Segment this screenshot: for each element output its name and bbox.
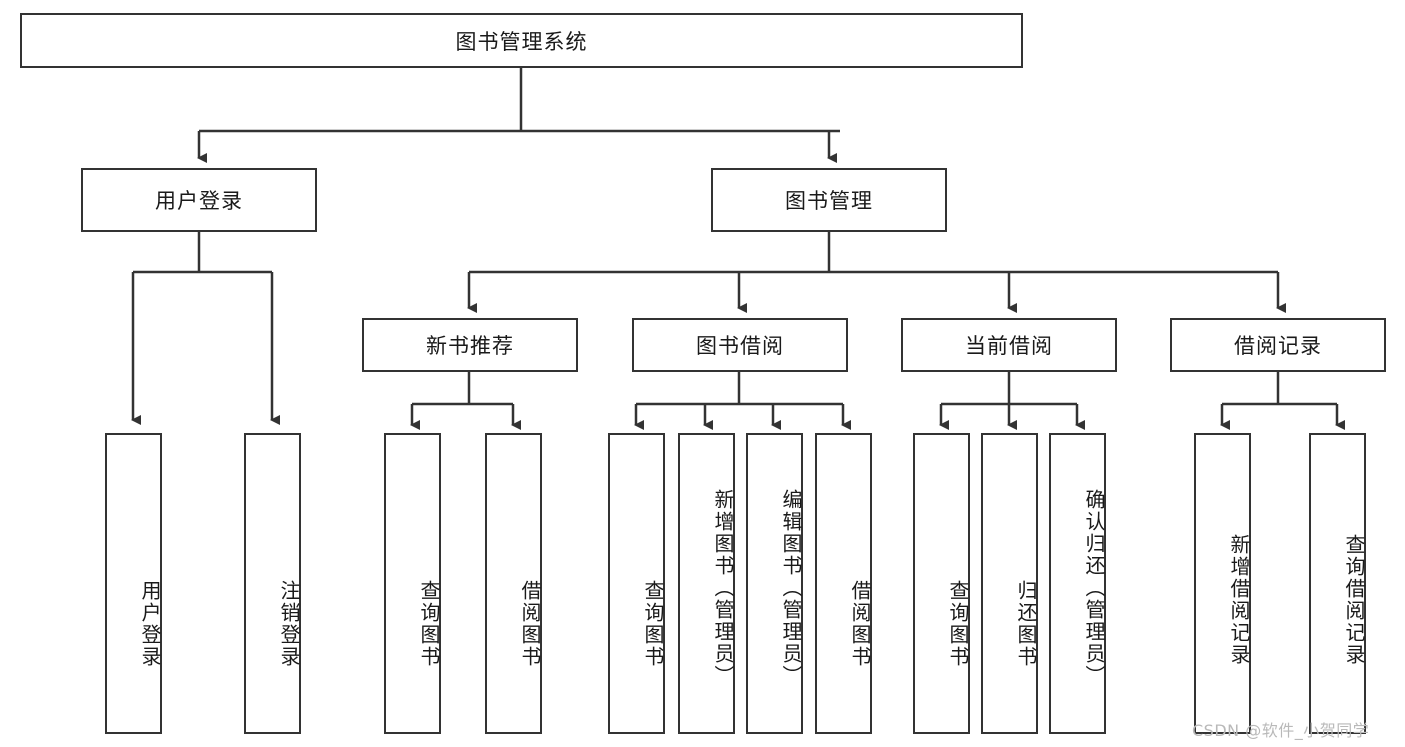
leaf-current-query-book-label: 查询图书: [946, 579, 970, 668]
node-book-management[interactable]: 图书管理: [711, 168, 947, 232]
leaf-borrow-borrow-book[interactable]: 借阅图书: [815, 433, 872, 734]
leaf-current-confirm-return-admin-label: 确认归还（管理员）: [1082, 488, 1106, 687]
leaf-user-login-login-label: 用户登录: [138, 579, 162, 668]
node-book-management-label: 图书管理: [785, 189, 873, 213]
leaf-user-login-logout-label: 注销登录: [277, 579, 301, 668]
leaf-borrow-borrow-book-label: 借阅图书: [848, 579, 872, 668]
leaf-record-query-record[interactable]: 查询借阅记录: [1309, 433, 1366, 734]
node-user-login-label: 用户登录: [155, 189, 243, 213]
leaf-recommend-borrow-book[interactable]: 借阅图书: [485, 433, 542, 734]
node-current-borrow-label: 当前借阅: [965, 334, 1053, 358]
leaf-borrow-query-book-label: 查询图书: [641, 579, 665, 668]
node-book-borrow-label: 图书借阅: [696, 334, 784, 358]
leaf-record-add-record[interactable]: 新增借阅记录: [1194, 433, 1251, 734]
leaf-borrow-edit-book-admin-label: 编辑图书（管理员）: [779, 488, 803, 687]
leaf-current-return-book-label: 归还图书: [1014, 579, 1038, 668]
leaf-user-login-logout[interactable]: 注销登录: [244, 433, 301, 734]
node-new-book-recommend[interactable]: 新书推荐: [362, 318, 578, 372]
leaf-current-confirm-return-admin[interactable]: 确认归还（管理员）: [1049, 433, 1106, 734]
csdn-watermark: CSDN @软件_小贺同学: [1192, 721, 1370, 740]
leaf-borrow-query-book[interactable]: 查询图书: [608, 433, 665, 734]
node-user-login[interactable]: 用户登录: [81, 168, 317, 232]
leaf-current-query-book[interactable]: 查询图书: [913, 433, 970, 734]
leaf-record-query-record-label: 查询借阅记录: [1342, 533, 1366, 666]
leaf-borrow-edit-book-admin[interactable]: 编辑图书（管理员）: [746, 433, 803, 734]
leaf-borrow-add-book-admin[interactable]: 新增图书（管理员）: [678, 433, 735, 734]
leaf-user-login-login[interactable]: 用户登录: [105, 433, 162, 734]
leaf-borrow-add-book-admin-label: 新增图书（管理员）: [711, 488, 735, 687]
leaf-record-add-record-label: 新增借阅记录: [1227, 533, 1251, 666]
leaf-current-return-book[interactable]: 归还图书: [981, 433, 1038, 734]
node-current-borrow[interactable]: 当前借阅: [901, 318, 1117, 372]
node-root-system[interactable]: 图书管理系统: [20, 13, 1023, 68]
leaf-recommend-query-book-label: 查询图书: [417, 579, 441, 668]
node-book-borrow[interactable]: 图书借阅: [632, 318, 848, 372]
node-root-system-label: 图书管理系统: [455, 29, 588, 54]
node-borrow-record-label: 借阅记录: [1234, 334, 1322, 358]
leaf-recommend-query-book[interactable]: 查询图书: [384, 433, 441, 734]
leaf-recommend-borrow-book-label: 借阅图书: [518, 579, 542, 668]
node-new-book-recommend-label: 新书推荐: [426, 334, 514, 358]
node-borrow-record[interactable]: 借阅记录: [1170, 318, 1386, 372]
